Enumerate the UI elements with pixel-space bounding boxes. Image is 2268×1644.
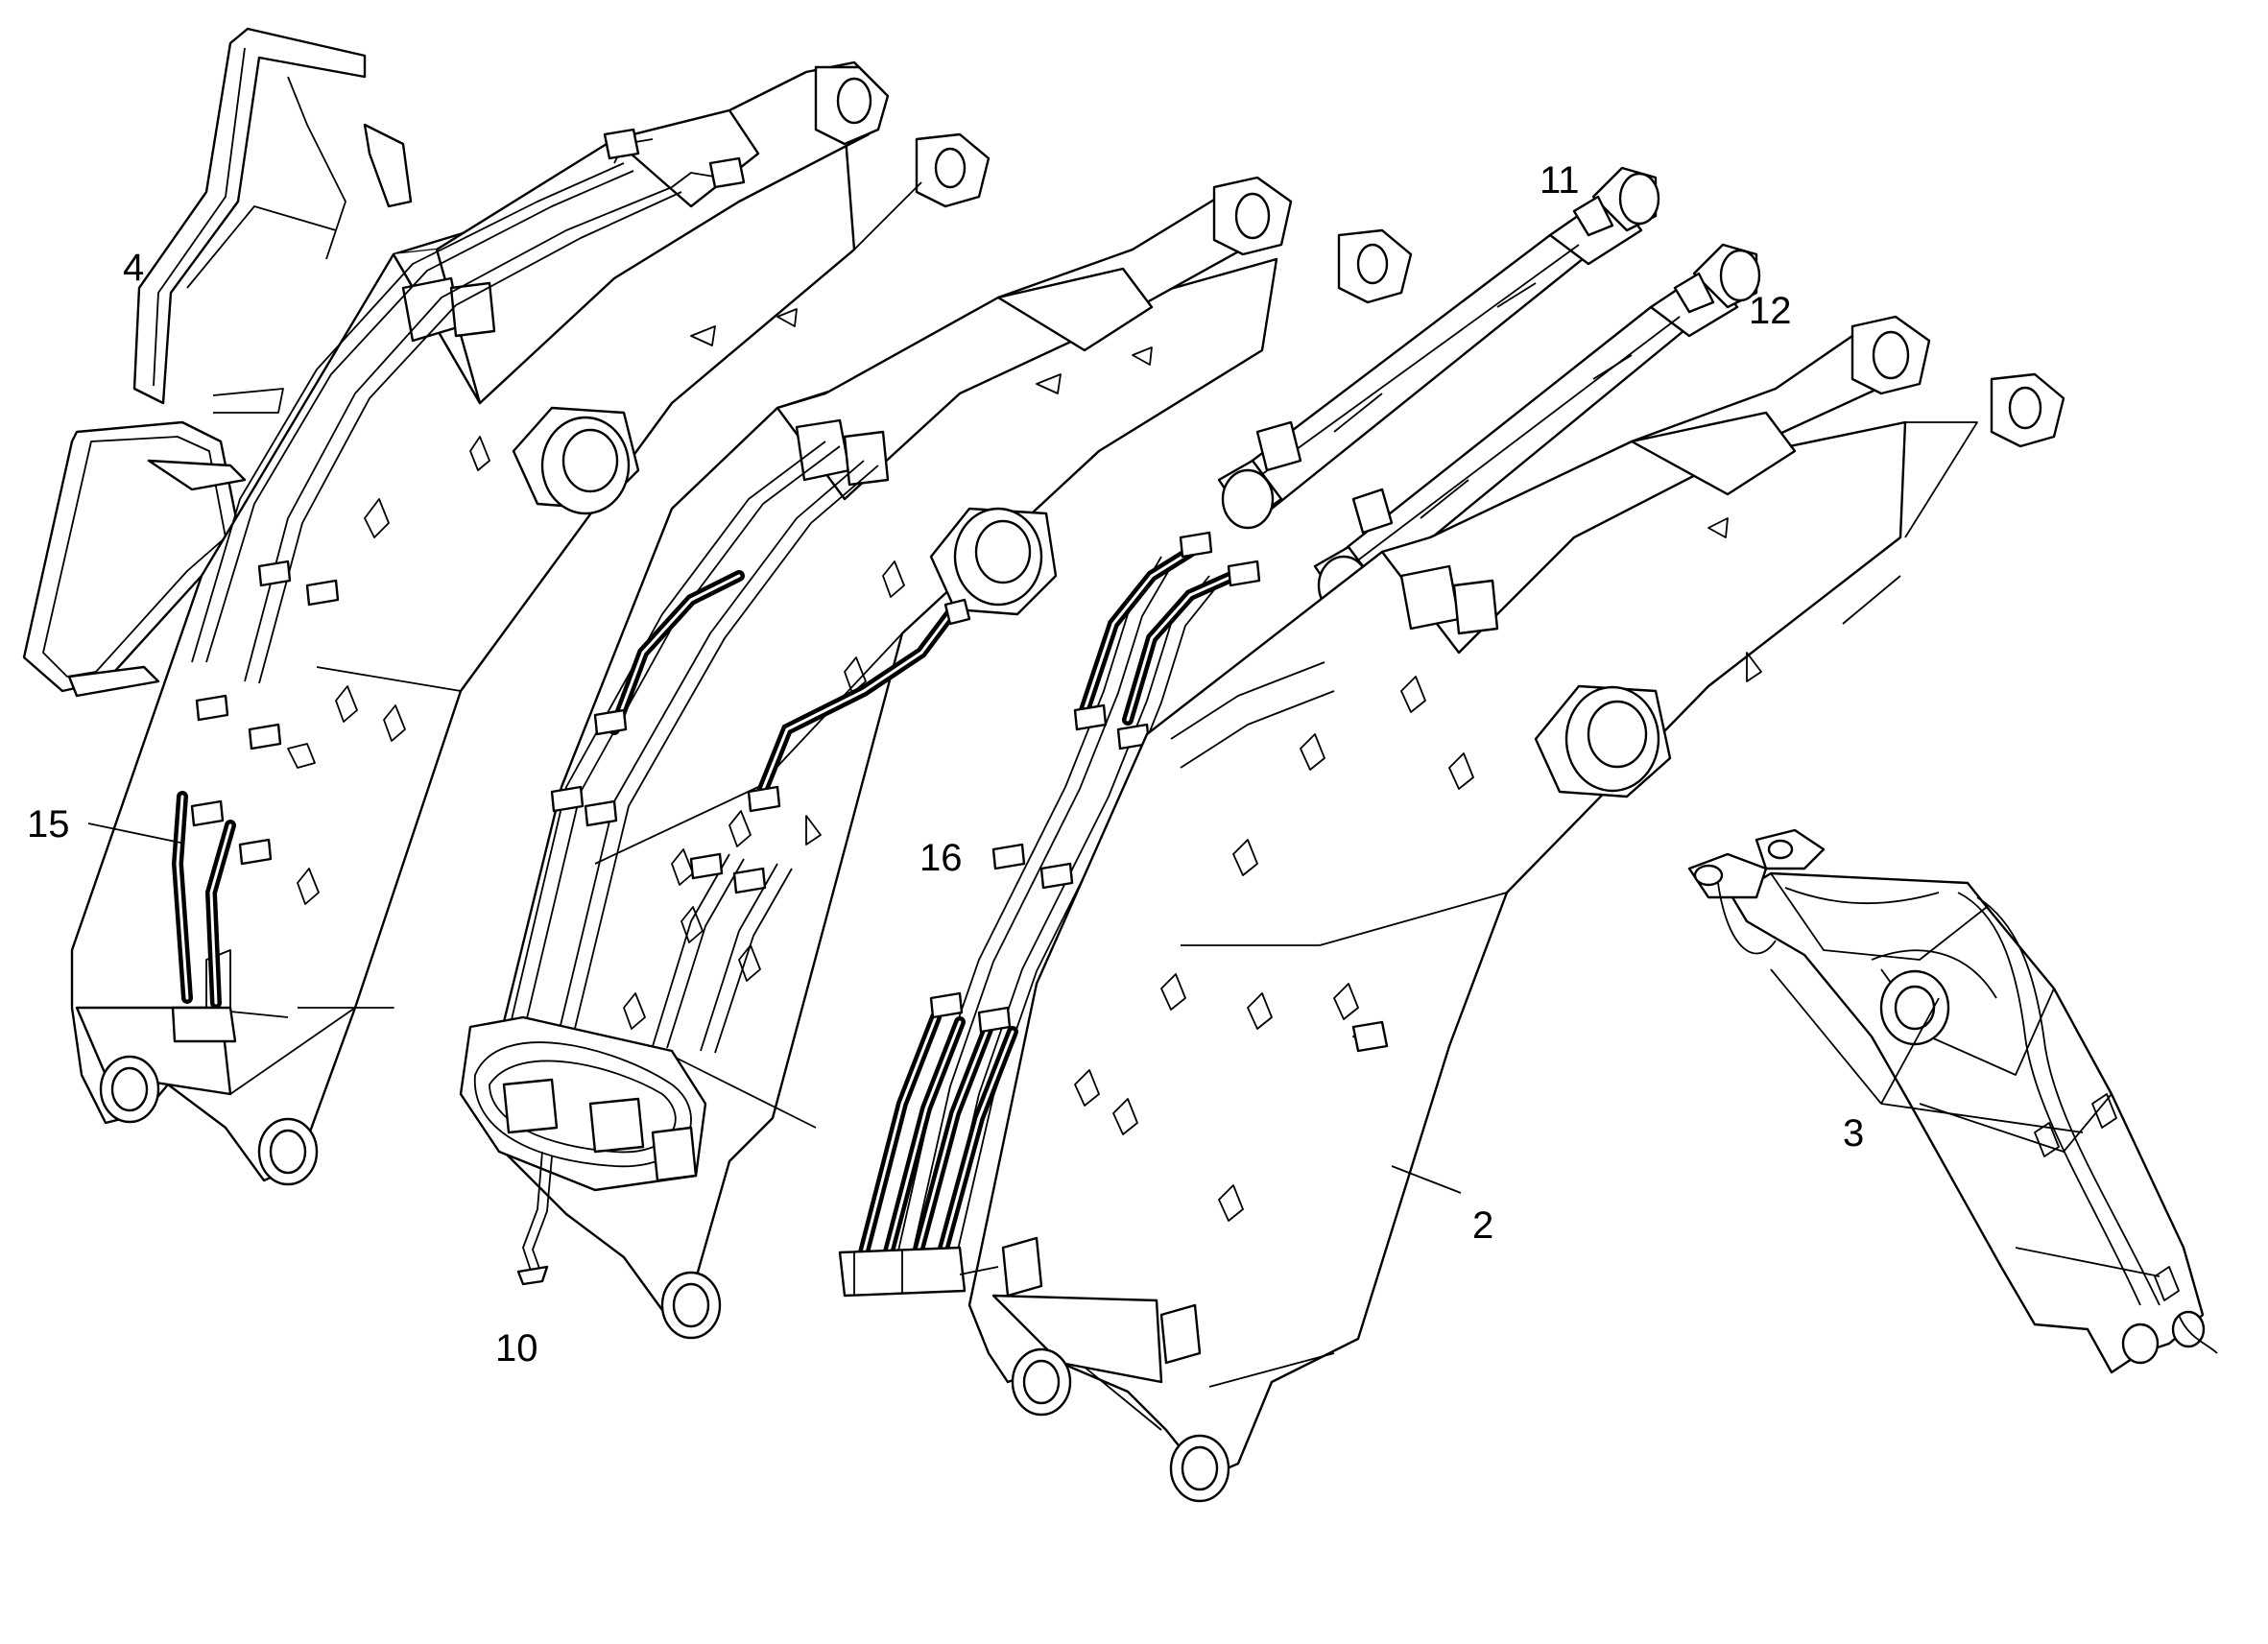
leader-3c <box>1880 1103 2084 1133</box>
leader-16 <box>959 1266 999 1275</box>
boom-assembly-left <box>70 60 991 1186</box>
callout-10: 10 <box>495 1327 538 1370</box>
callout-16: 16 <box>919 837 963 879</box>
boom-assembly-part-3 <box>1687 828 2218 1374</box>
callout-2: 2 <box>1472 1204 1493 1247</box>
hose-set-part-16 <box>838 531 1261 1298</box>
boom-assembly-middle <box>459 176 1413 1340</box>
boom-structure-part-2 <box>967 315 2065 1503</box>
callout-12: 12 <box>1749 290 1792 332</box>
leader-15 <box>87 822 181 844</box>
handrail-guard-part-4 <box>22 27 413 698</box>
hydraulic-cylinder-part-11 <box>1217 166 1660 530</box>
callout-labels: 4 15 10 16 11 12 2 3 <box>27 159 1864 1370</box>
leader-lines <box>87 822 2084 1275</box>
leader-3a <box>1770 968 1882 1105</box>
leader-2 <box>1391 1165 1462 1194</box>
leader-3b <box>1880 997 1940 1105</box>
callout-15: 15 <box>27 803 70 846</box>
callout-11: 11 <box>1540 159 1580 202</box>
callout-4: 4 <box>123 247 144 289</box>
callout-3: 3 <box>1843 1112 1864 1155</box>
